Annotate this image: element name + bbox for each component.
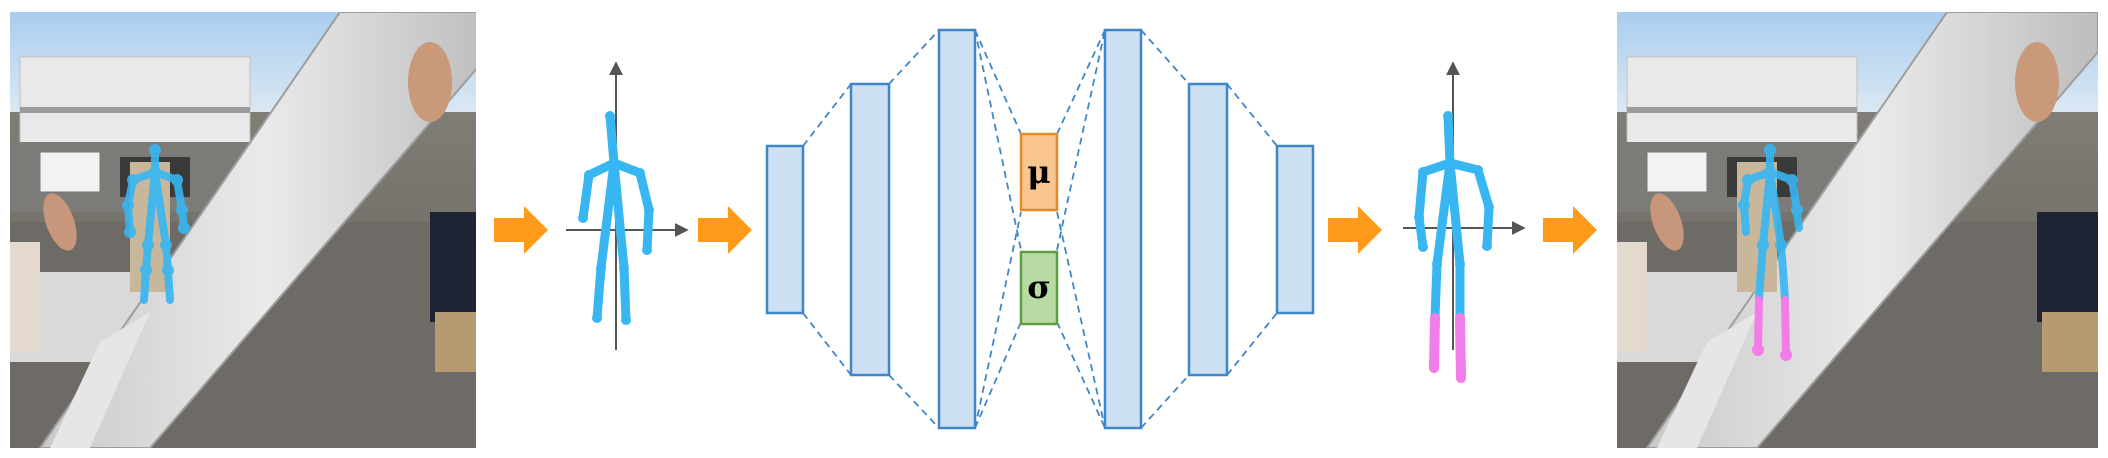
completed-joints bbox=[1429, 313, 1466, 383]
flow-arrow-1 bbox=[494, 206, 548, 254]
vae-network: μ σ bbox=[765, 28, 1315, 430]
input-pose-skeleton bbox=[578, 111, 654, 325]
mu-label: μ bbox=[1027, 153, 1050, 191]
sigma-box bbox=[1019, 250, 1059, 326]
decoder-layer-3 bbox=[1275, 144, 1315, 315]
encoder-layer-3 bbox=[937, 28, 977, 430]
flow-arrow-3 bbox=[1328, 206, 1382, 254]
sigma-label: σ bbox=[1027, 268, 1051, 306]
input-skeleton bbox=[122, 144, 190, 304]
encoder-layer-1 bbox=[765, 144, 805, 315]
decoder-layer-2 bbox=[1187, 82, 1229, 377]
input-photo bbox=[10, 12, 476, 448]
network-connectors bbox=[802, 29, 1278, 429]
output-pose-skeleton bbox=[1414, 111, 1494, 383]
mu-box bbox=[1019, 132, 1059, 212]
encoder-layer-2 bbox=[849, 82, 891, 377]
output-photo bbox=[1617, 12, 2098, 448]
output-photo-skeleton bbox=[1738, 144, 1803, 361]
flow-arrow-4 bbox=[1543, 206, 1597, 254]
decoder-layer-1 bbox=[1103, 28, 1143, 430]
flow-arrow-2 bbox=[698, 206, 752, 254]
